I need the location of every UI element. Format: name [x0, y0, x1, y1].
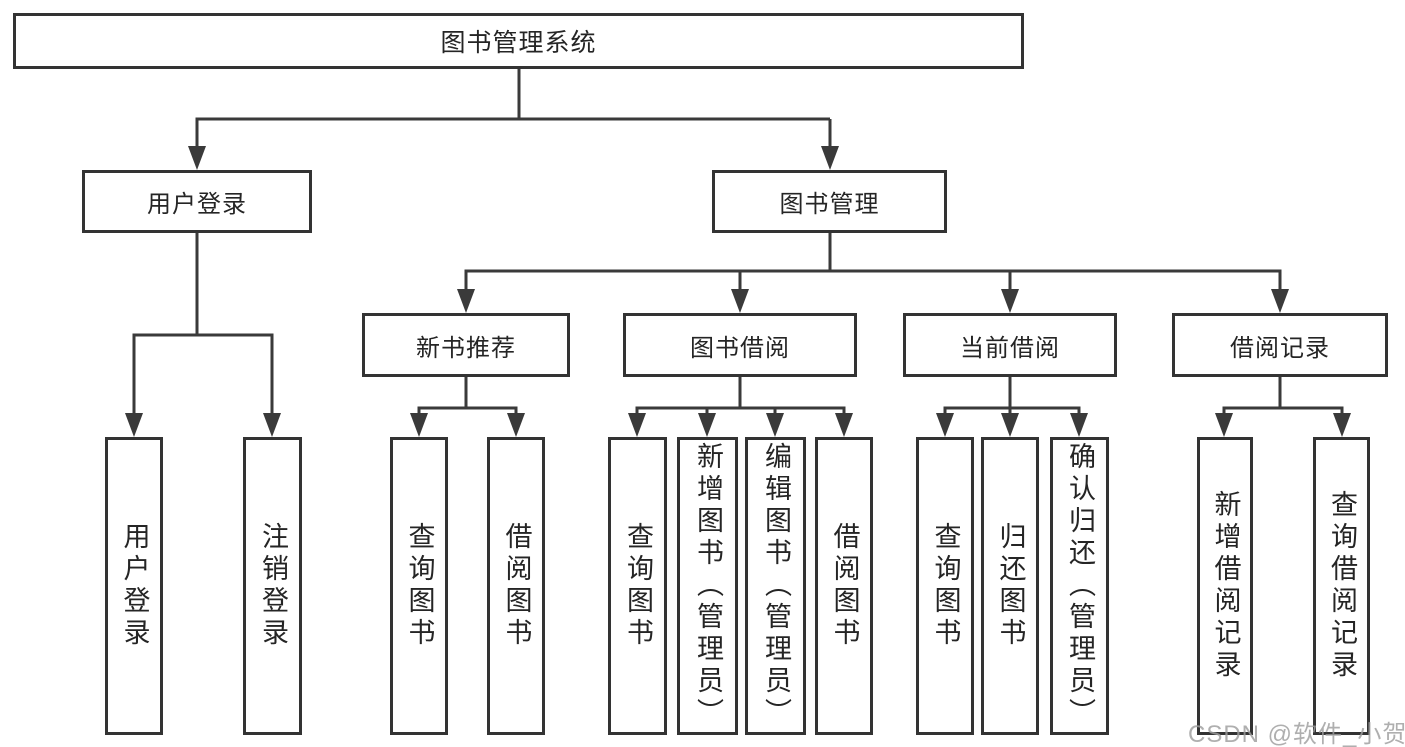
connector-root-to-level2	[195, 69, 832, 150]
connector-userlogin-to-leaves	[132, 233, 274, 417]
node-root-system: 图书管理系统	[13, 13, 1024, 69]
connector-bookmgmt-to-level3	[464, 233, 1282, 293]
leaf-borrow-books: 借阅图书	[815, 437, 873, 735]
leaf-query-books-current: 查询图书	[916, 437, 974, 735]
csdn-watermark: CSDN @软件_小贺同学	[1188, 721, 1405, 747]
node-book-borrowing: 图书借阅	[623, 313, 857, 377]
leaf-query-books-recommend: 查询图书	[390, 437, 448, 735]
leaf-query-books-borrowing: 查询图书	[608, 437, 667, 735]
node-user-login: 用户登录	[82, 170, 312, 233]
connector-borrowrecords-to-leaves	[1222, 377, 1344, 417]
node-borrowing-records: 借阅记录	[1172, 313, 1388, 377]
node-current-borrowing: 当前借阅	[903, 313, 1117, 377]
leaf-borrow-books-recommend: 借阅图书	[487, 437, 545, 735]
leaf-return-books: 归还图书	[981, 437, 1039, 735]
leaf-query-borrow-record: 查询借阅记录	[1313, 437, 1370, 735]
connector-bookborrow-to-leaves	[635, 377, 846, 417]
leaf-add-borrow-record: 新增借阅记录	[1197, 437, 1253, 735]
leaf-user-login: 用户登录	[105, 437, 163, 735]
leaf-confirm-return-admin: 确认归还（管理员）	[1050, 437, 1109, 735]
leaf-logout: 注销登录	[243, 437, 302, 735]
node-new-book-recommendation: 新书推荐	[362, 313, 570, 377]
connector-currentborrow-to-leaves	[943, 377, 1081, 417]
leaf-add-book-admin: 新增图书（管理员）	[677, 437, 738, 735]
node-book-management: 图书管理	[712, 170, 947, 233]
leaf-edit-book-admin: 编辑图书（管理员）	[745, 437, 806, 735]
connector-newbookrec-to-leaves	[417, 377, 518, 417]
